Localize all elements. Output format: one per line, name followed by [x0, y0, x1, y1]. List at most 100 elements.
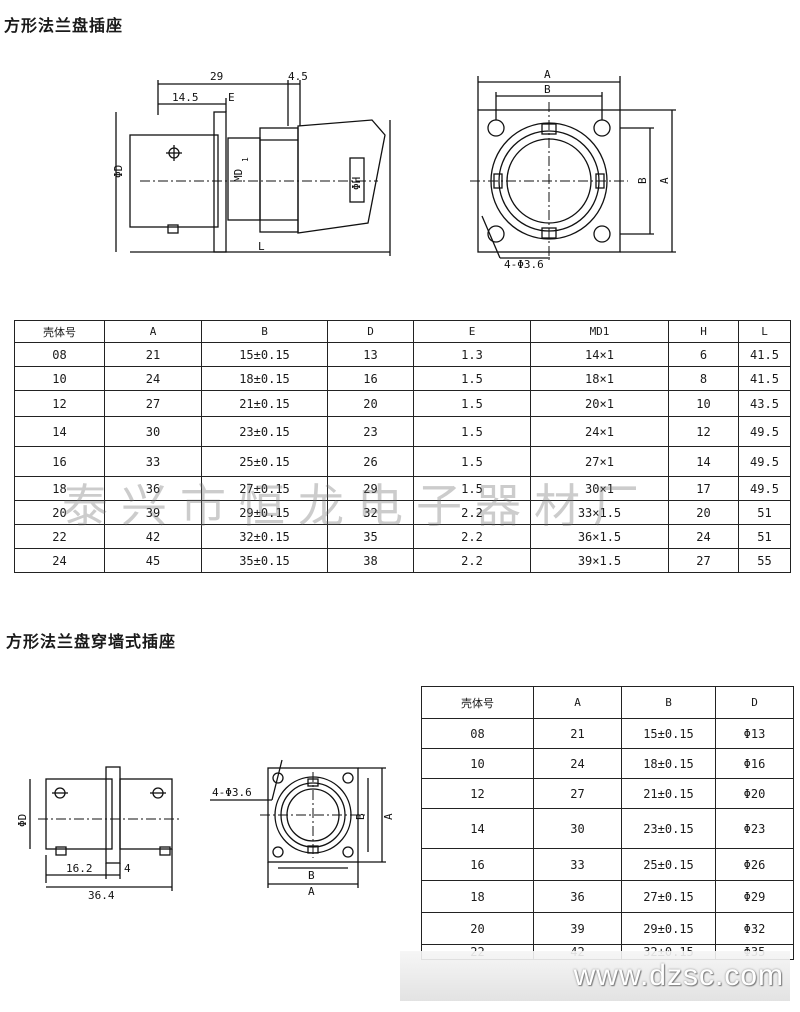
table-cell: 2.2 [413, 548, 531, 573]
table-cell: 20 [14, 500, 105, 525]
table-cell: 12 [668, 416, 739, 447]
table-cell: 8 [668, 366, 739, 391]
table-cell: 36 [104, 476, 202, 501]
dim-phi-h-label: ΦH [350, 177, 363, 190]
table-cell: 20 [421, 912, 534, 945]
table-cell: 16 [327, 366, 414, 391]
table-cell: 23±0.15 [201, 416, 328, 447]
site-banner: www.dzsc.com [400, 951, 790, 1001]
table-header-cell: A [104, 320, 202, 343]
wall-dim-a-label: A [308, 885, 315, 898]
dim-md-sub-label: 1 [241, 157, 250, 162]
front-view-drawing: A B B A 4-Φ3.6 [460, 62, 700, 272]
table-cell: 27 [104, 390, 202, 417]
table-cell: Φ32 [715, 912, 794, 945]
table-cell: 49.5 [738, 416, 791, 447]
wall-dim-phi-d-label: ΦD [16, 814, 29, 827]
table-cell: 27 [668, 548, 739, 573]
wall-dim-b-vertical-label: B [354, 813, 367, 820]
table-cell: 27 [533, 778, 622, 809]
wall-dim-b-label: B [308, 869, 315, 882]
table-cell: 49.5 [738, 446, 791, 477]
table-cell: 33×1.5 [530, 500, 669, 525]
dim-e-label: E [228, 91, 235, 104]
table-cell: 38 [327, 548, 414, 573]
table-cell: 39×1.5 [530, 548, 669, 573]
wall-dim-d3-label: 36.4 [88, 889, 115, 902]
table-cell: 22 [14, 524, 105, 549]
table-cell: 14×1 [530, 342, 669, 367]
dim-left-label: 14.5 [172, 91, 199, 104]
dim-md-label: MD [232, 169, 245, 182]
front-dim-b-label: B [544, 83, 551, 96]
table-cell: 08 [421, 718, 534, 749]
table-cell: 1.5 [413, 446, 531, 477]
table-cell: 27±0.15 [621, 880, 716, 913]
front-dim-a-label: A [544, 68, 551, 81]
table-header-cell: H [668, 320, 739, 343]
table-header-cell: D [327, 320, 414, 343]
table-cell: 14 [668, 446, 739, 477]
table-cell: 32 [327, 500, 414, 525]
table-header-cell: A [533, 686, 622, 719]
dim-right-label: 4.5 [288, 70, 308, 83]
table-cell: 10 [14, 366, 105, 391]
table-cell: 2.2 [413, 500, 531, 525]
table-cell: 1.5 [413, 416, 531, 447]
table-cell: 1.5 [413, 390, 531, 417]
table-cell: 20×1 [530, 390, 669, 417]
table-cell: 15±0.15 [621, 718, 716, 749]
watermark: 泰兴市恒龙电子器材厂 [62, 479, 652, 533]
table-cell: 10 [421, 748, 534, 779]
table-cell: 21±0.15 [201, 390, 328, 417]
table-cell: 55 [738, 548, 791, 573]
table-cell: 24×1 [530, 416, 669, 447]
table-header-cell: B [201, 320, 328, 343]
table-cell: 36 [533, 880, 622, 913]
table-cell: 26 [327, 446, 414, 477]
table-cell: 12 [421, 778, 534, 809]
wall-dim-a-vertical-label: A [382, 813, 395, 820]
side-view-drawing: 29 4.5 14.5 E ΦD MD 1 ΦH L [110, 60, 410, 270]
table-cell: 24 [533, 748, 622, 779]
table-cell: 18 [421, 880, 534, 913]
table-cell: 41.5 [738, 366, 791, 391]
table-cell: 45 [104, 548, 202, 573]
table-cell: 20 [668, 500, 739, 525]
table-cell: 21 [533, 718, 622, 749]
table-cell: 21 [104, 342, 202, 367]
table-cell: 08 [14, 342, 105, 367]
table-cell: 30 [533, 808, 622, 849]
table-cell: Φ29 [715, 880, 794, 913]
table-header-cell: B [621, 686, 716, 719]
table-cell: 12 [14, 390, 105, 417]
table-cell: 36×1.5 [530, 524, 669, 549]
table-cell: 10 [668, 390, 739, 417]
table-cell: 43.5 [738, 390, 791, 417]
table-cell: 23±0.15 [621, 808, 716, 849]
table-cell: 24 [14, 548, 105, 573]
table-header-cell: MD1 [530, 320, 669, 343]
front-dim-b-vertical-label: B [636, 177, 649, 184]
table-cell: 18±0.15 [201, 366, 328, 391]
table-cell: 14 [14, 416, 105, 447]
table-cell: 20 [327, 390, 414, 417]
table-header-cell: 壳体号 [421, 686, 534, 719]
table-cell: Φ23 [715, 808, 794, 849]
table-cell: 24 [104, 366, 202, 391]
table-cell: Φ20 [715, 778, 794, 809]
wall-dim-d2-label: 4 [124, 862, 131, 875]
